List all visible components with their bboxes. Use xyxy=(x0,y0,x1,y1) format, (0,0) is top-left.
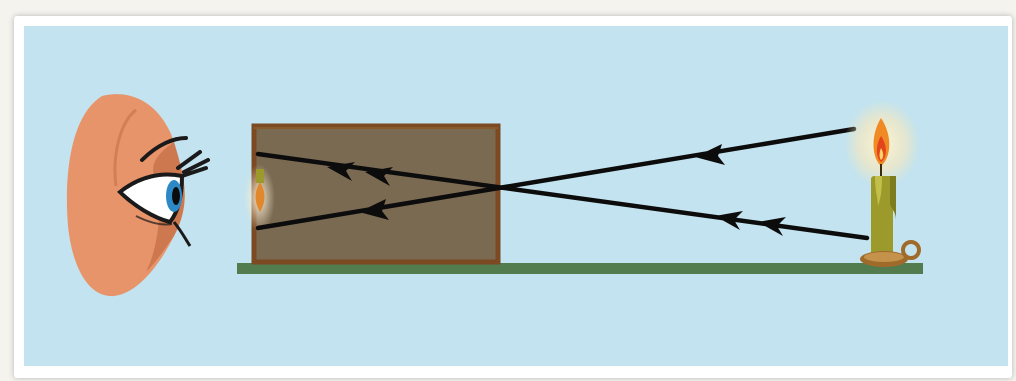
inverted-image-icon xyxy=(243,164,275,232)
arrow-icon xyxy=(695,144,725,165)
arrow-icon xyxy=(758,217,786,236)
ray-arrowheads xyxy=(327,144,786,236)
ray-from-flame-top xyxy=(255,126,857,231)
table-surface xyxy=(237,263,923,274)
arrow-icon xyxy=(359,199,389,220)
eye-icon xyxy=(66,94,210,297)
pinhole-camera-diagram xyxy=(24,26,1008,366)
sky-background xyxy=(24,26,1008,366)
candle-icon xyxy=(844,100,921,267)
arrow-icon xyxy=(715,211,743,230)
arrow-icon xyxy=(327,162,355,181)
arrow-icon xyxy=(365,167,393,186)
